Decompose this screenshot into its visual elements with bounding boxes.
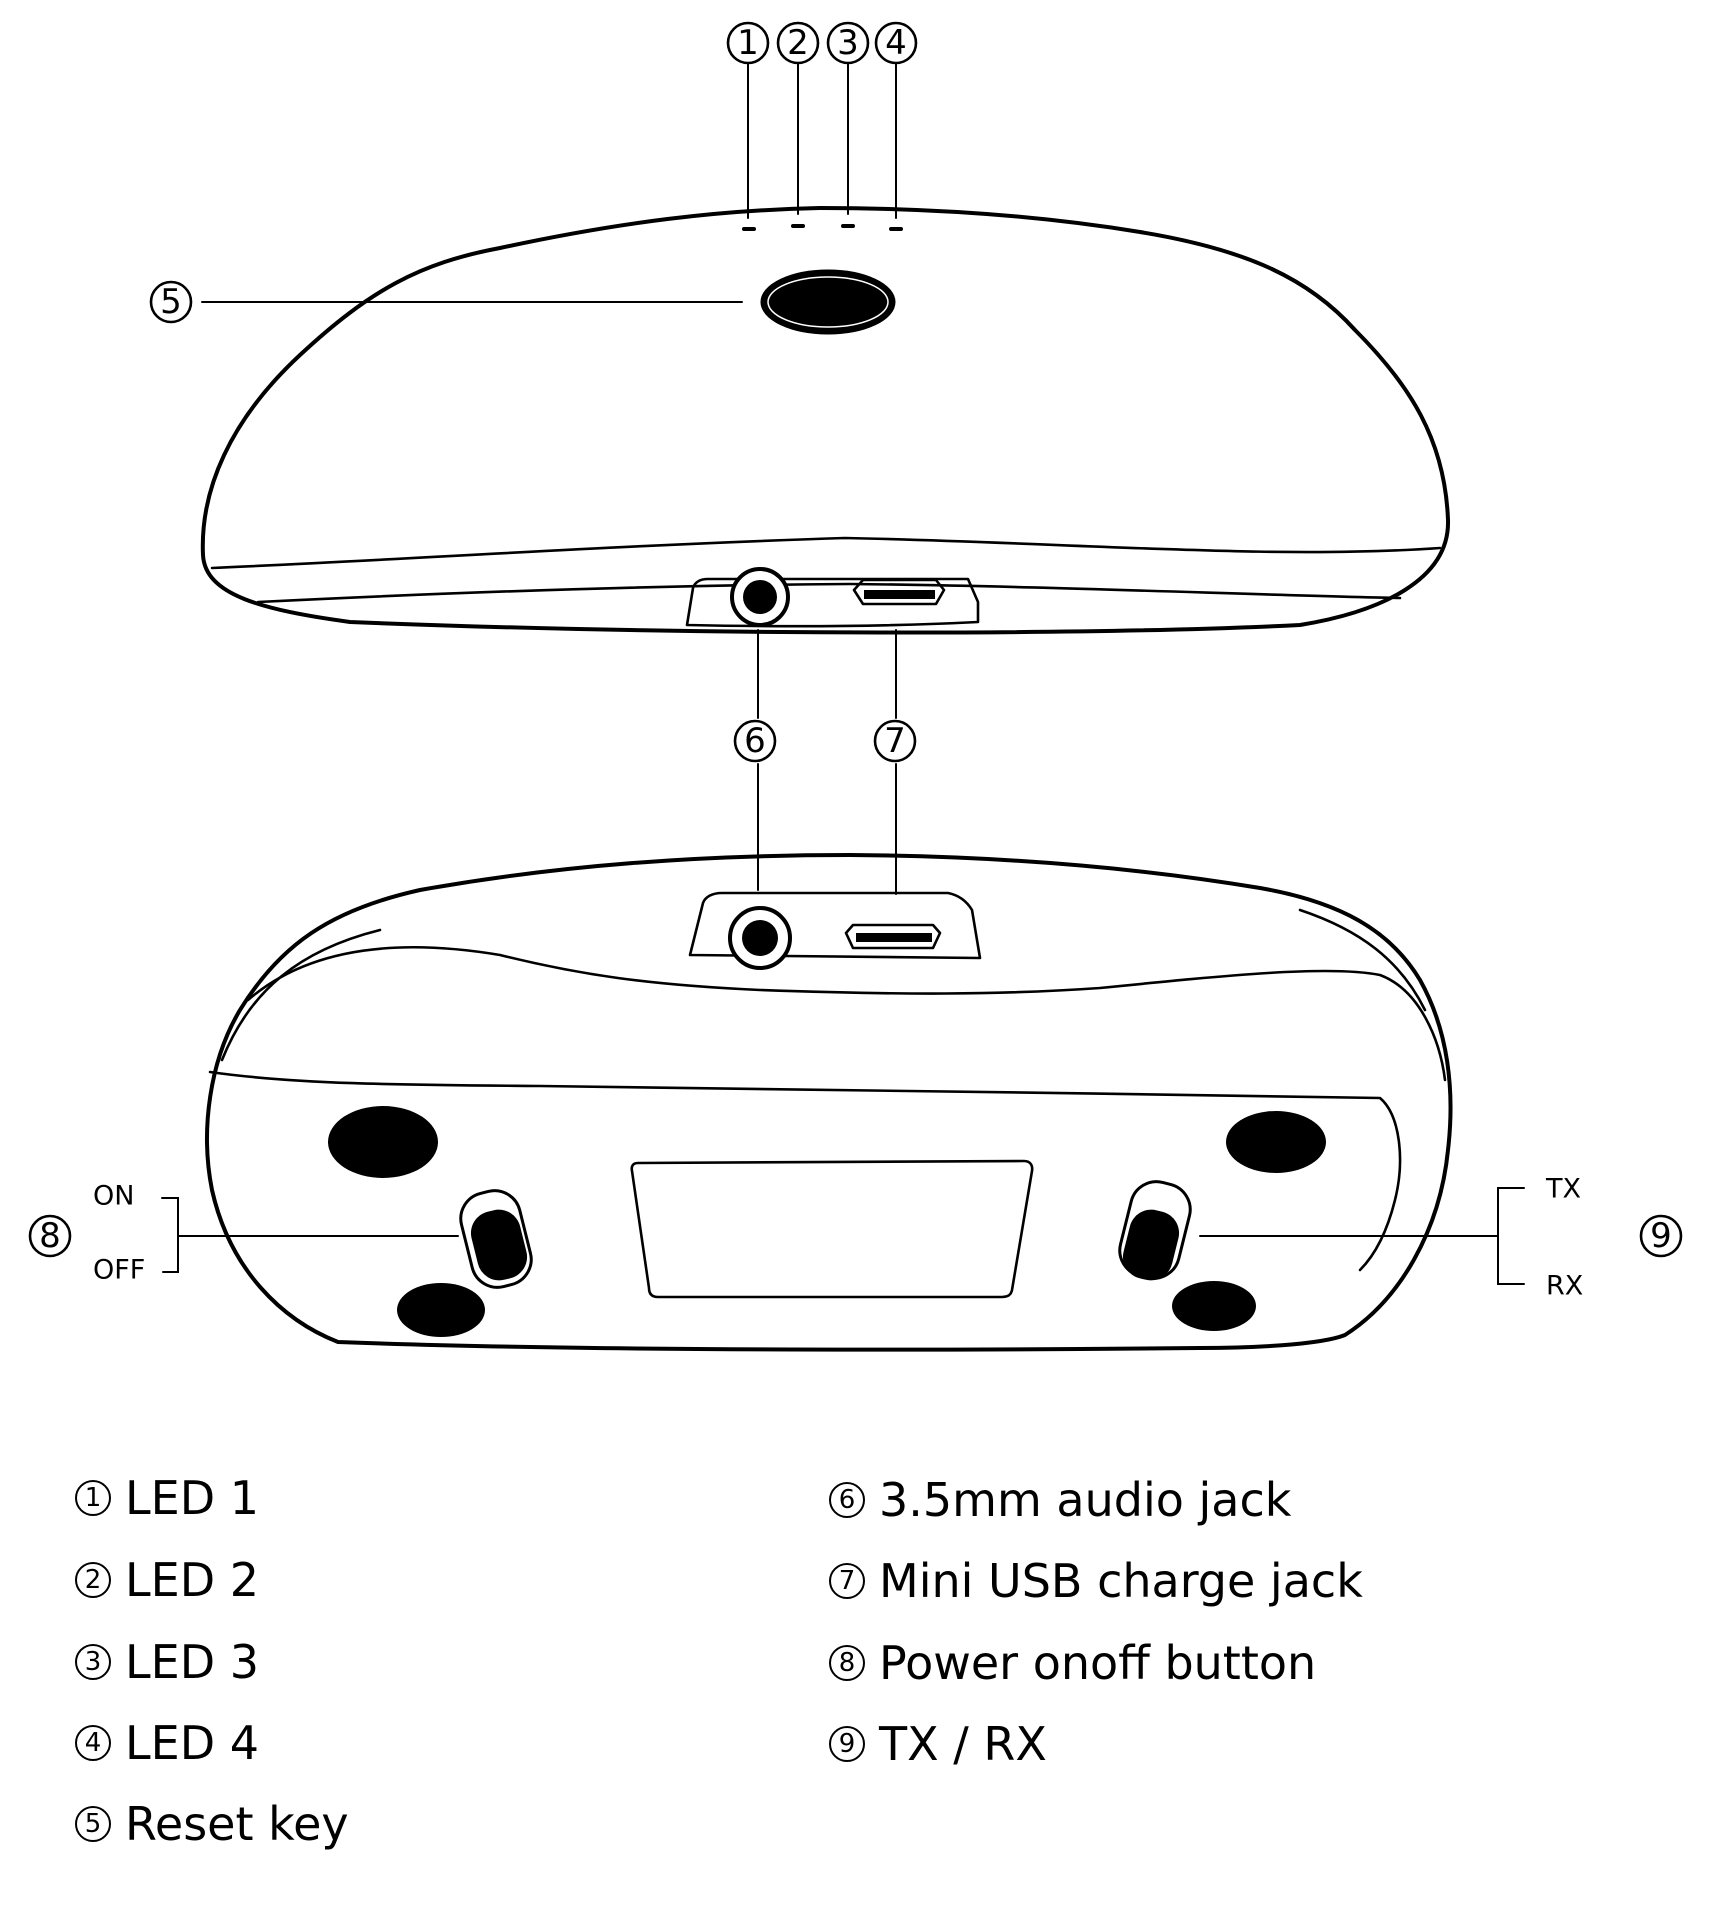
callout-1: 1 <box>726 21 770 65</box>
bottom-usb-jack-slot <box>856 933 932 942</box>
mode-rx-label: RX <box>1546 1271 1583 1302</box>
foot-top-right <box>1226 1111 1326 1173</box>
device-bottom-rim <box>246 946 1447 1082</box>
callout-6-label: 6 <box>744 721 766 761</box>
callout-9: 9 <box>1639 1214 1683 1258</box>
callout-5: 5 <box>149 280 193 324</box>
callout-1-label: 1 <box>737 23 759 63</box>
device-bottom-body <box>205 853 1453 1352</box>
power-off-label: OFF <box>93 1255 145 1286</box>
callout-2-label: 2 <box>787 23 809 63</box>
bottom-audio-jack-hole <box>742 920 778 956</box>
switch-labels: ON OFF TX RX <box>93 1174 1583 1302</box>
top-usb-jack-slot <box>864 590 935 599</box>
device-top-body <box>200 206 1451 635</box>
callout-8: 8 <box>28 1214 72 1258</box>
device-bottom-base-plate <box>208 1070 1402 1272</box>
foot-bottom-left <box>397 1283 485 1337</box>
callout-3: 3 <box>826 21 870 65</box>
led-2-indicator <box>791 224 805 228</box>
leader-lines <box>161 63 1525 1285</box>
callout-4-label: 4 <box>885 23 907 63</box>
device-top-seam <box>210 536 1442 570</box>
device-bottom-view <box>205 853 1453 1352</box>
callout-4: 4 <box>874 21 918 65</box>
led-3-indicator <box>841 224 855 228</box>
foot-bottom-right <box>1172 1281 1256 1331</box>
device-bottom-inner-rim-right <box>1298 908 1427 1012</box>
bottom-port-housing <box>688 891 982 960</box>
device-top-lower-edge <box>256 582 1402 604</box>
callout-5-label: 5 <box>160 282 182 322</box>
device-top-view <box>200 206 1451 635</box>
callout-badges: 1 2 3 4 5 6 7 8 <box>28 21 1683 1258</box>
led-1-indicator <box>742 227 756 231</box>
power-switch-knob <box>470 1209 528 1281</box>
bottom-usb-jack <box>844 923 942 950</box>
callout-8-label: 8 <box>39 1216 61 1256</box>
top-usb-jack <box>852 578 946 606</box>
txrx-switch-knob <box>1122 1209 1180 1281</box>
callout-9-label: 9 <box>1650 1216 1672 1256</box>
callout-7-label: 7 <box>884 721 906 761</box>
callout-3-label: 3 <box>837 23 859 63</box>
callout-7: 7 <box>873 719 917 763</box>
power-on-label: ON <box>93 1181 134 1212</box>
callout-6: 6 <box>733 719 777 763</box>
device-label-plate <box>630 1159 1034 1299</box>
reset-key-button <box>760 269 896 335</box>
mode-tx-label: TX <box>1545 1174 1581 1205</box>
device-bottom-inner-rim <box>220 928 382 1062</box>
top-audio-jack-hole <box>743 580 777 614</box>
led-4-indicator <box>889 227 903 231</box>
foot-top-left <box>328 1106 438 1178</box>
callout-2: 2 <box>776 21 820 65</box>
reset-key-highlight <box>767 276 889 328</box>
